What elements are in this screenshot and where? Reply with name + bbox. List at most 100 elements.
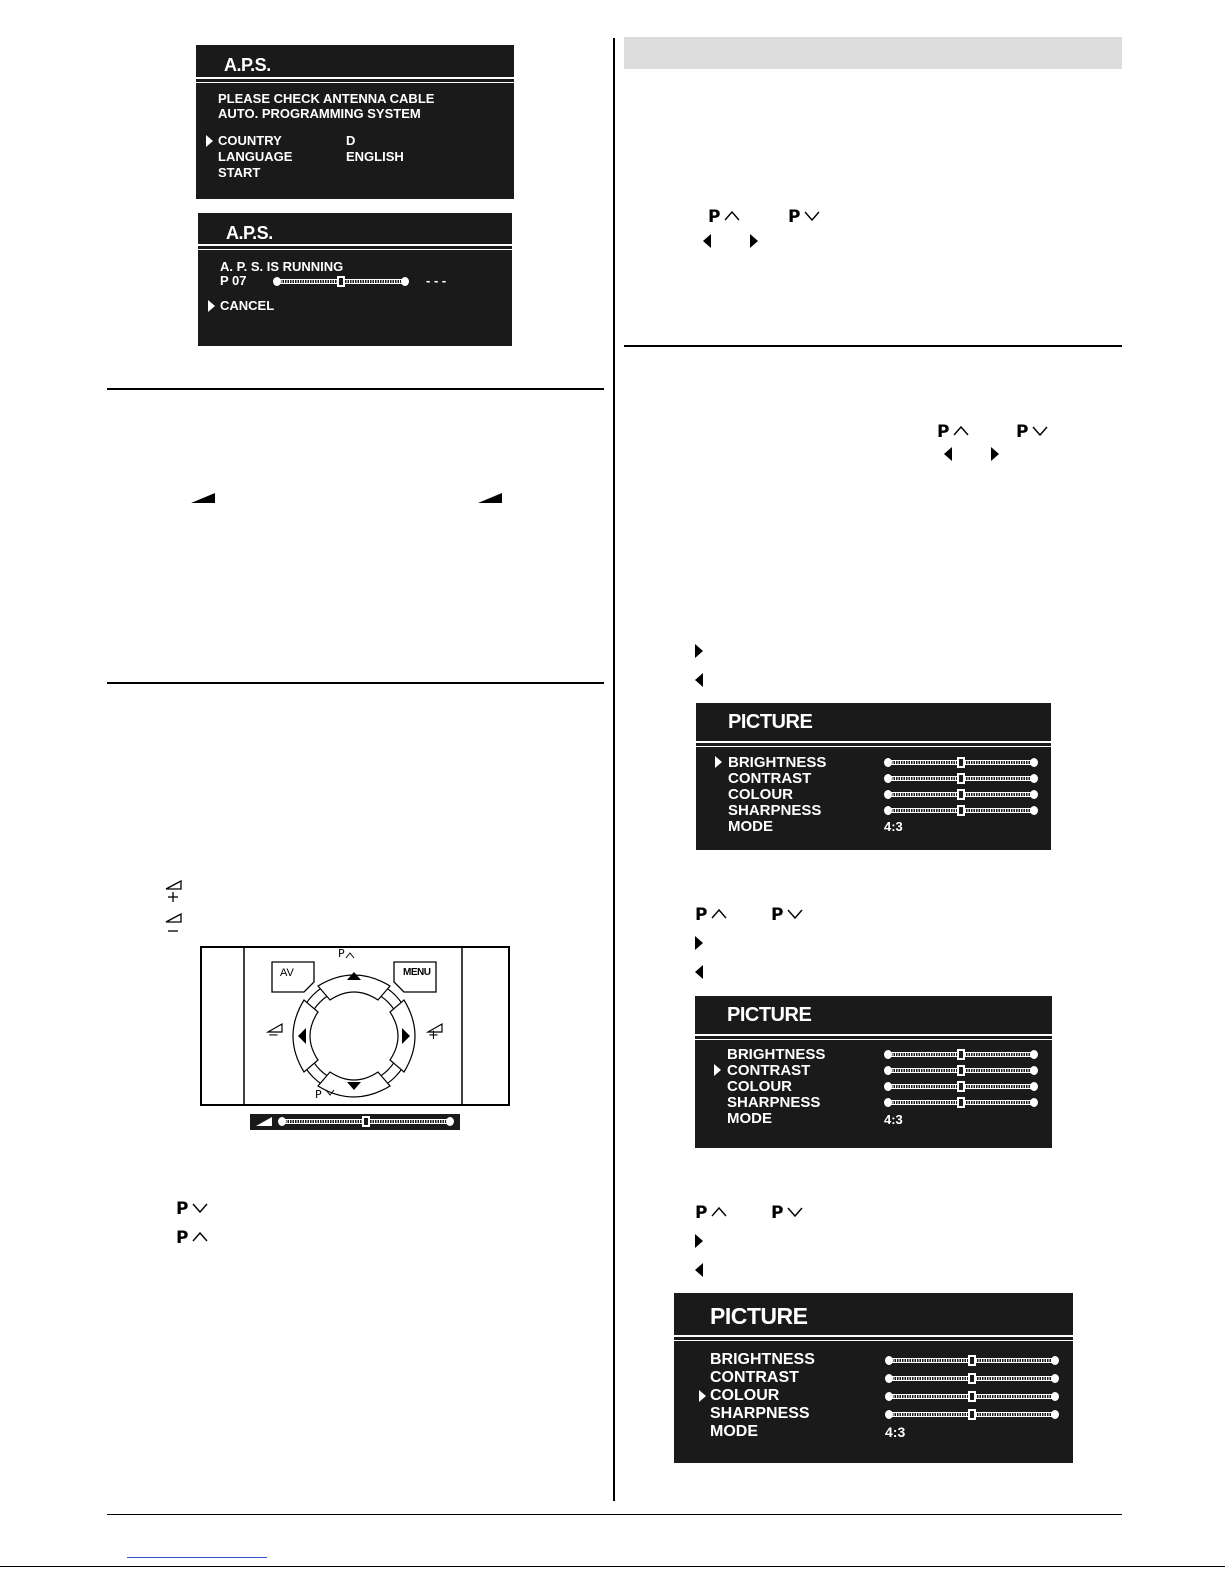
aps-program-number: P 07 <box>220 273 247 288</box>
aps-line-check-antenna: PLEASE CHECK ANTENNA CABLE <box>218 91 435 106</box>
left-arrow-icon <box>944 447 952 461</box>
aps-line-auto-programming: AUTO. PROGRAMMING SYSTEM <box>218 106 421 121</box>
p-up-symbol: P <box>695 1203 728 1223</box>
contrast-level-bar <box>884 773 1038 784</box>
menu-row-colour[interactable]: COLOUR <box>727 1078 792 1095</box>
aps-progress-bar <box>273 276 409 287</box>
p-up-label: P <box>338 947 345 960</box>
volume-icon <box>256 1117 272 1126</box>
aps-frequency: - - - <box>426 273 447 288</box>
menu-row-colour[interactable]: COLOUR <box>710 1387 780 1404</box>
left-arrow-icon <box>695 1263 703 1277</box>
contrast-level-bar <box>884 1065 1038 1076</box>
menu-pointer-icon <box>714 1064 721 1076</box>
menu-pointer-icon <box>208 300 215 312</box>
aps-screen-check-antenna: A.P.S. PLEASE CHECK ANTENNA CABLE AUTO. … <box>196 45 514 199</box>
menu-pointer-icon <box>206 135 213 147</box>
contrast-level-bar <box>885 1373 1059 1384</box>
menu-row-mode[interactable]: MODE <box>727 1110 772 1127</box>
volume-minus-icon <box>165 912 182 932</box>
aps-title: A.P.S. <box>226 223 273 243</box>
colour-level-bar <box>884 789 1038 800</box>
aps-running-status: A. P. S. IS RUNNING <box>220 259 344 274</box>
page-bottom-rule <box>0 1566 1225 1567</box>
volume-plus-icon <box>165 879 182 902</box>
p-down-symbol: P <box>1016 422 1049 442</box>
aps-country-value: D <box>346 133 356 148</box>
menu-row-brightness[interactable]: BRIGHTNESS <box>727 1046 826 1063</box>
sharpness-level-bar <box>885 1409 1059 1420</box>
remote-control-panel: AV MENU P P − + <box>200 946 510 1106</box>
vol-plus-label: + <box>428 1028 439 1043</box>
aps-title: A.P.S. <box>224 55 271 75</box>
aps-cancel-option[interactable]: CANCEL <box>220 298 275 313</box>
menu-row-brightness[interactable]: BRIGHTNESS <box>728 754 827 771</box>
menu-row-mode[interactable]: MODE <box>710 1423 758 1440</box>
picture-menu-colour: PICTURE BRIGHTNESS CONTRAST COLOUR SHARP… <box>674 1293 1073 1463</box>
p-down-symbol: P <box>771 905 804 925</box>
menu-row-brightness[interactable]: BRIGHTNESS <box>710 1351 815 1368</box>
colour-level-bar <box>885 1391 1059 1402</box>
section-divider <box>107 388 604 390</box>
p-down-symbol: P <box>788 207 821 227</box>
aps-start-label[interactable]: START <box>218 165 261 180</box>
menu-button[interactable]: MENU <box>403 967 431 978</box>
menu-row-contrast[interactable]: CONTRAST <box>727 1062 811 1079</box>
p-up-symbol: P <box>695 905 728 925</box>
mode-value: 4:3 <box>885 1424 906 1440</box>
program-up-button[interactable] <box>318 964 390 1000</box>
menu-row-sharpness[interactable]: SHARPNESS <box>728 802 822 819</box>
volume-osd-bar <box>250 1114 460 1130</box>
brightness-level-bar <box>884 757 1038 768</box>
aps-language-value: ENGLISH <box>346 149 404 164</box>
footer-link-underline[interactable] <box>127 1557 267 1558</box>
volume-level-bar <box>278 1116 454 1127</box>
section-divider <box>624 345 1122 347</box>
volume-down-button[interactable] <box>284 1000 318 1072</box>
program-down-button[interactable] <box>318 1072 390 1108</box>
menu-row-sharpness[interactable]: SHARPNESS <box>710 1405 810 1422</box>
right-arrow-icon <box>695 1234 703 1248</box>
p-down-symbol: P <box>176 1199 209 1219</box>
p-up-symbol: P <box>176 1228 209 1248</box>
footer-divider <box>107 1514 1122 1515</box>
column-divider <box>613 38 615 1501</box>
section-header-bar <box>624 37 1122 69</box>
av-button[interactable]: AV <box>280 967 294 979</box>
left-arrow-icon <box>695 965 703 979</box>
menu-row-mode[interactable]: MODE <box>728 818 773 835</box>
menu-pointer-icon <box>699 1390 706 1402</box>
aps-country-label[interactable]: COUNTRY <box>218 133 282 148</box>
menu-row-colour[interactable]: COLOUR <box>728 786 793 803</box>
section-divider <box>107 682 604 684</box>
colour-level-bar <box>884 1081 1038 1092</box>
aps-language-label[interactable]: LANGUAGE <box>218 149 293 164</box>
right-arrow-icon <box>991 447 999 461</box>
remote-panel-drawing <box>200 946 510 1106</box>
mode-value: 4:3 <box>884 819 903 834</box>
volume-icon <box>478 493 502 503</box>
volume-icon <box>191 493 215 503</box>
picture-menu-brightness: PICTURE BRIGHTNESS CONTRAST COLOUR SHARP… <box>696 703 1051 850</box>
vol-minus-label: − <box>268 1028 279 1043</box>
mode-value: 4:3 <box>884 1112 903 1127</box>
p-down-symbol: P <box>771 1203 804 1223</box>
volume-up-button[interactable] <box>390 1000 424 1072</box>
brightness-level-bar <box>884 1049 1038 1060</box>
left-arrow-icon <box>703 234 711 248</box>
sharpness-level-bar <box>884 1097 1038 1108</box>
p-up-symbol: P <box>937 422 970 442</box>
p-up-symbol: P <box>708 207 741 227</box>
menu-row-contrast[interactable]: CONTRAST <box>728 770 812 787</box>
picture-menu-title: PICTURE <box>710 1303 808 1329</box>
sharpness-level-bar <box>884 805 1038 816</box>
menu-row-contrast[interactable]: CONTRAST <box>710 1369 799 1386</box>
left-arrow-icon <box>695 673 703 687</box>
picture-menu-title: PICTURE <box>728 711 813 733</box>
right-arrow-icon <box>695 644 703 658</box>
menu-row-sharpness[interactable]: SHARPNESS <box>727 1094 821 1111</box>
right-arrow-icon <box>695 936 703 950</box>
brightness-level-bar <box>885 1355 1059 1366</box>
right-arrow-icon <box>750 234 758 248</box>
picture-menu-title: PICTURE <box>727 1004 812 1026</box>
